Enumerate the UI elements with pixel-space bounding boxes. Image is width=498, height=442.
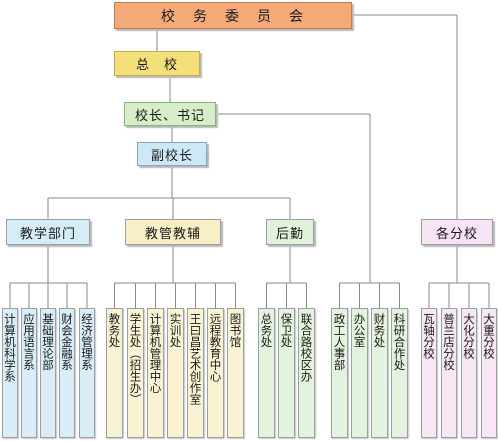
- unit-box: 普兰店分校: [441, 308, 457, 438]
- unit-box: 基础理论部: [40, 308, 56, 438]
- unit-box: 办公室: [351, 308, 368, 438]
- unit-box: 实训处: [167, 308, 184, 438]
- unit-label: 总务处: [259, 313, 274, 348]
- unit-label: 王曰昌艺术创作室: [188, 313, 203, 405]
- node-leader: 校长、书记: [124, 102, 216, 126]
- unit-label: 办公室: [352, 313, 367, 348]
- node-headquarters: 总 校: [114, 51, 200, 76]
- unit-box: 大重分校: [481, 308, 497, 438]
- unit-label: 大重分校: [482, 313, 496, 359]
- unit-box: 王曰昌艺术创作室: [187, 308, 204, 438]
- unit-label: 应用语言系: [22, 313, 36, 371]
- unit-box: 远程教育中心: [207, 308, 224, 438]
- unit-label: 科研合作处: [392, 313, 407, 371]
- unit-label: 学生处（招生办）: [128, 313, 143, 405]
- unit-box: 学生处（招生办）: [127, 308, 144, 438]
- unit-label: 政工人事部: [332, 313, 347, 371]
- node-branches: 各分校: [421, 219, 493, 245]
- unit-box: 总务处: [258, 308, 275, 438]
- node-vice-president: 副校长: [137, 142, 207, 166]
- unit-box: 大化分校: [461, 308, 477, 438]
- unit-label: 财会金融系: [60, 313, 74, 371]
- unit-label: 图书馆: [228, 313, 243, 348]
- unit-label: 保卫处: [279, 313, 294, 348]
- unit-box: 应用语言系: [21, 308, 37, 438]
- unit-box: 图书馆: [227, 308, 244, 438]
- unit-label: 实训处: [168, 313, 183, 348]
- unit-label: 基础理论部: [41, 313, 55, 371]
- unit-box: 教务处: [106, 308, 123, 438]
- unit-box: 财务处: [371, 308, 388, 438]
- node-admin-support: 教管教辅: [125, 219, 221, 245]
- unit-box: 保卫处: [278, 308, 295, 438]
- unit-label: 教务处: [107, 313, 122, 348]
- unit-label: 财务处: [372, 313, 387, 348]
- unit-box: 财会金融系: [59, 308, 75, 438]
- unit-label: 联合路校区办: [299, 313, 314, 382]
- unit-box: 瓦轴分校: [421, 308, 437, 438]
- node-teaching-departments: 教学部门: [6, 219, 90, 245]
- node-committee: 校 务 委 员 会: [114, 2, 352, 29]
- unit-box: 计算机科学系: [2, 308, 18, 438]
- unit-box: 经济管理系: [79, 308, 95, 438]
- unit-box: 科研合作处: [391, 308, 408, 438]
- unit-label: 计算机科学系: [3, 313, 17, 382]
- unit-label: 经济管理系: [80, 313, 94, 371]
- unit-label: 普兰店分校: [442, 313, 456, 371]
- unit-label: 计算机管理中心: [148, 313, 163, 394]
- unit-label: 瓦轴分校: [422, 313, 436, 359]
- unit-label: 远程教育中心: [208, 313, 223, 382]
- node-logistics: 后勤: [266, 219, 314, 245]
- unit-box: 计算机管理中心: [147, 308, 164, 438]
- unit-box: 联合路校区办: [298, 308, 315, 438]
- unit-label: 大化分校: [462, 313, 476, 359]
- unit-box: 政工人事部: [331, 308, 348, 438]
